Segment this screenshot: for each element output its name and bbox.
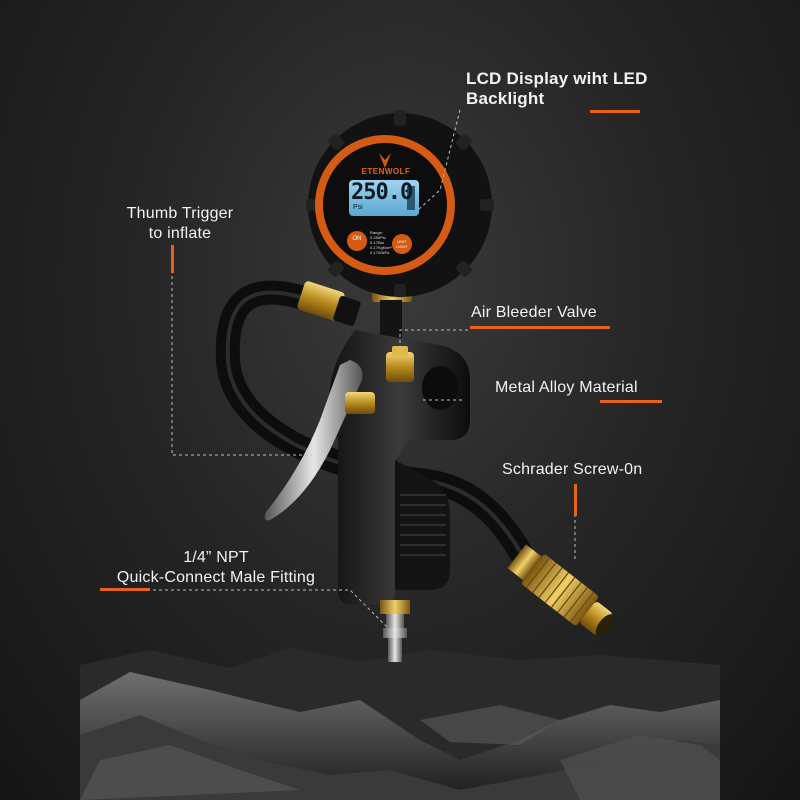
on-button: ON [352, 236, 362, 242]
lcd-reading: 250.0 [351, 180, 413, 205]
hose [215, 280, 537, 572]
unit-light-button: UNIT LIGHT [396, 239, 408, 249]
schrader-chuck [507, 544, 615, 636]
hose-brass-fitting [297, 281, 361, 326]
callout-lcd-accent [590, 110, 640, 113]
callout-bleeder-accent [470, 326, 610, 329]
callout-npt-fitting: 1/4” NPT Quick-Connect Male Fitting [116, 549, 316, 586]
callout-thumb-trigger: Thumb Trigger to inflate [126, 205, 234, 242]
gauge-brand: ETENWOLF [361, 167, 411, 176]
gauge-range-text: Range: 0-250Psi 0-17Bar 0-17Kgf/cm² 0-17… [370, 230, 392, 255]
rock-landscape [80, 648, 720, 800]
lcd-unit: Psi [353, 204, 363, 211]
callout-bleeder-valve: Air Bleeder Valve [471, 304, 597, 321]
trigger [264, 360, 375, 521]
bleeder-valve [386, 346, 414, 382]
callout-metal-alloy: Metal Alloy Material [495, 379, 638, 396]
pressure-gauge [306, 110, 494, 297]
quick-connect-fitting [380, 600, 410, 662]
callout-schrader-accent [574, 484, 577, 516]
callout-npt-accent [100, 588, 150, 591]
callout-lcd-display: LCD Display wiht LED Backlight [466, 69, 648, 108]
callout-metal-accent [600, 400, 662, 403]
callout-thumb-accent [171, 245, 174, 273]
callout-schrader: Schrader Screw-0n [502, 461, 643, 478]
